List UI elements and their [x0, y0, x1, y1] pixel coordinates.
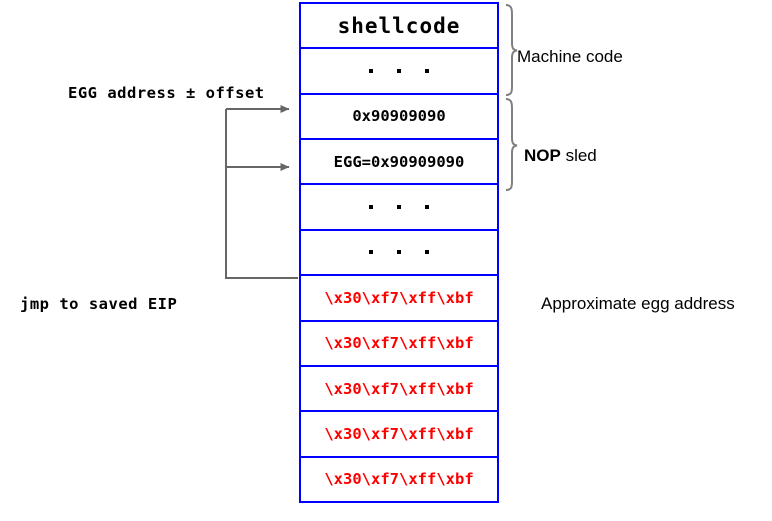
stack-cell-egg-word: EGG=0x90909090 [301, 140, 497, 186]
line-from-jmp [225, 109, 298, 279]
ellipsis-icon [369, 205, 429, 210]
stack-cell-label: \x30\xf7\xff\xbf [324, 470, 474, 489]
stack-cell-label: shellcode [337, 13, 461, 38]
label-nop-sled: NOP sled [524, 146, 597, 166]
stack-cell-label: \x30\xf7\xff\xbf [324, 288, 474, 307]
label-jmp-to-saved-eip: jmp to saved EIP [20, 295, 178, 313]
label-egg-address: EGG address ± offset [68, 84, 265, 102]
machine-code-brace [505, 4, 518, 96]
stack-cell-ret-addr-2: \x30\xf7\xff\xbf [301, 321, 497, 367]
label-nop-sled-bold: NOP [524, 146, 561, 165]
stack-cell-label: \x30\xf7\xff\xbf [324, 424, 474, 443]
ellipsis-icon [369, 69, 429, 74]
label-nop-sled-rest: sled [560, 146, 597, 165]
stack-cell-ret-addr-4: \x30\xf7\xff\xbf [301, 412, 497, 458]
stack-cell-nop-word-1: 0x90909090 [301, 94, 497, 141]
stack-cell-ret-addr-1: \x30\xf7\xff\xbf [301, 276, 497, 322]
stack-cell-ellipsis-2 [301, 185, 497, 231]
stack-cell-ret-addr-5: \x30\xf7\xff\xbf [301, 457, 497, 501]
stack-cell-label: \x30\xf7\xff\xbf [324, 334, 474, 353]
stack-cell-label: \x30\xf7\xff\xbf [324, 379, 474, 398]
nop-sled-brace [505, 98, 518, 191]
stack-cell-ret-addr-3: \x30\xf7\xff\xbf [301, 366, 497, 413]
memory-stack-box: shellcode 0x90909090 EGG=0x90909090 \x30… [299, 2, 499, 503]
label-approximate-egg-address: Approximate egg address [541, 294, 735, 313]
stack-cell-shellcode: shellcode [301, 4, 497, 50]
ellipsis-icon [369, 250, 429, 255]
stack-cell-label: EGG=0x90909090 [333, 152, 465, 171]
stack-cell-ellipsis-1 [301, 49, 497, 95]
label-machine-code: Machine code [517, 47, 623, 66]
stack-cell-ellipsis-3 [301, 230, 497, 277]
stack-cell-label: 0x90909090 [352, 107, 446, 126]
